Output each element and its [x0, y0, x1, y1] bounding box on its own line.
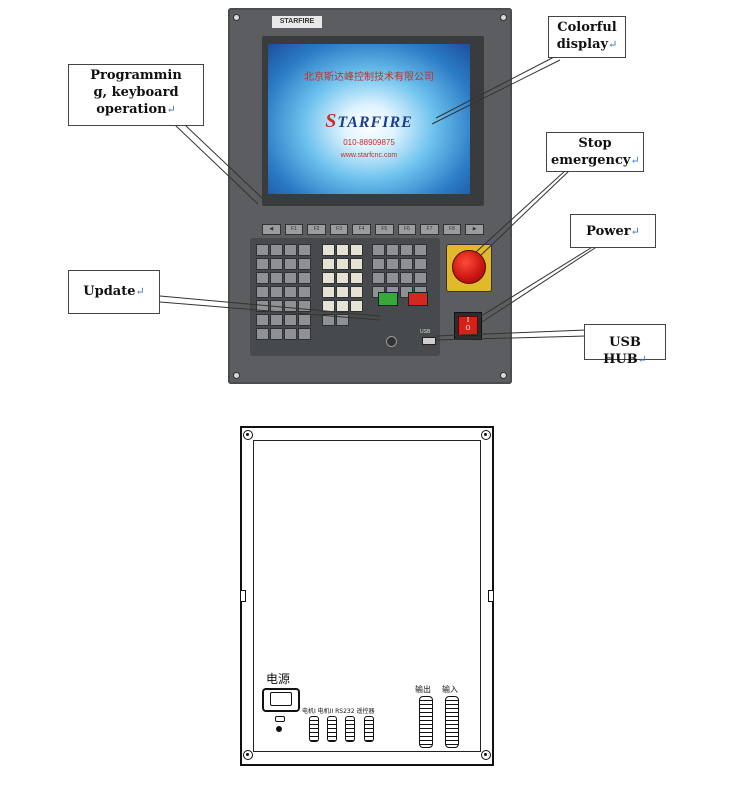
output-port[interactable] — [419, 696, 433, 748]
leader-line — [480, 170, 570, 256]
callout-text: USB HUB↵ — [589, 334, 661, 368]
leader-line — [160, 296, 380, 316]
callout-text: Programmin — [73, 67, 199, 84]
callout-text-part: operation — [96, 102, 166, 117]
callout-update: Update↵ — [68, 270, 160, 314]
callout-text: operation↵ — [73, 101, 199, 118]
screw-icon — [481, 750, 491, 760]
callout-text: Power↵ — [575, 223, 651, 240]
remote-port[interactable] — [364, 716, 374, 742]
leader-line — [160, 302, 380, 320]
leader-line — [185, 125, 262, 198]
callout-programming: Programmin g, keyboard operation↵ — [68, 64, 204, 126]
leader-line — [175, 125, 258, 204]
callout-power: Power↵ — [570, 214, 656, 248]
screw-icon — [481, 430, 491, 440]
input-port[interactable] — [445, 696, 459, 748]
mount-tab — [240, 590, 246, 602]
callout-text-part: USB HUB — [603, 335, 641, 367]
callout-text-part: emergency — [551, 153, 630, 168]
mount-tab — [488, 590, 494, 602]
return-icon: ↵ — [638, 353, 647, 366]
return-icon: ↵ — [136, 285, 145, 298]
output-label: 输出 — [415, 684, 431, 695]
callout-text: Update↵ — [73, 283, 155, 300]
motor1-port[interactable] — [309, 716, 319, 742]
screw-icon — [243, 750, 253, 760]
callout-text: Stop — [551, 135, 639, 152]
ground-terminal — [276, 726, 282, 732]
leader-line — [478, 246, 594, 318]
power-label: 电源 — [266, 670, 290, 687]
leader-line — [436, 56, 556, 118]
screw-icon — [243, 430, 253, 440]
callout-text: display↵ — [553, 36, 621, 53]
leader-line — [432, 60, 560, 124]
leader-line — [436, 336, 586, 340]
return-icon: ↵ — [167, 103, 176, 116]
power-socket-inner — [270, 692, 292, 706]
fuse-holder — [275, 716, 285, 722]
return-icon: ↵ — [608, 38, 617, 51]
callout-usb: USB HUB↵ — [584, 324, 666, 360]
leader-line — [482, 246, 598, 322]
callout-text-part: Power — [586, 224, 630, 239]
return-icon: ↵ — [630, 154, 639, 167]
return-icon: ↵ — [631, 225, 640, 238]
rs232-port[interactable] — [345, 716, 355, 742]
callout-text: g, keyboard — [73, 84, 199, 101]
callout-text-part: Update — [83, 284, 135, 299]
leader-line — [436, 330, 586, 336]
leader-line — [476, 170, 566, 252]
callout-stop: Stop emergency↵ — [546, 132, 644, 172]
callout-display: Colorful display↵ — [548, 16, 626, 58]
callout-text-part: display — [557, 37, 608, 52]
input-label: 输入 — [442, 684, 458, 695]
ports-label: 电机I 电机II RS232 遥控器 — [302, 706, 374, 715]
callout-text: Colorful — [553, 19, 621, 36]
callout-text: emergency↵ — [551, 152, 639, 169]
motor2-port[interactable] — [327, 716, 337, 742]
